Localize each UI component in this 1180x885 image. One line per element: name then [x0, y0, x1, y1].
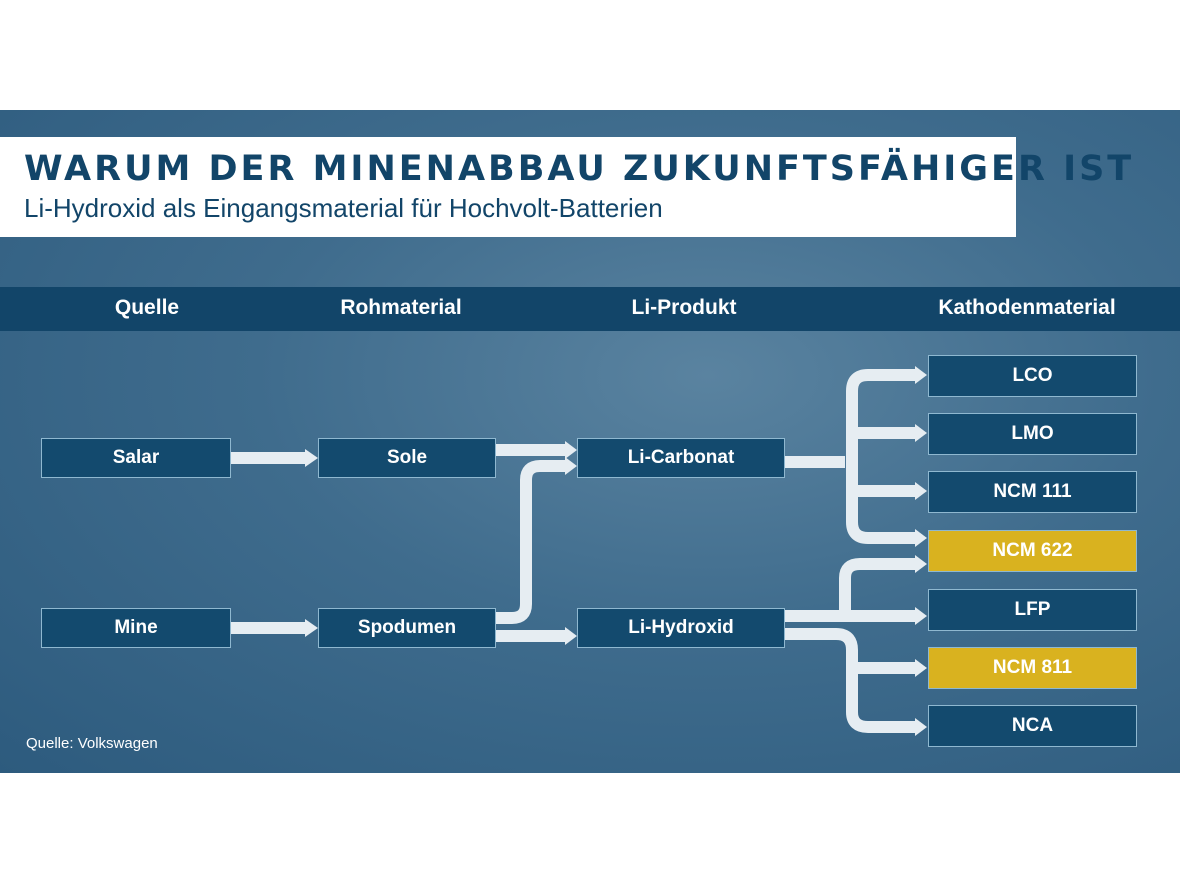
- page-title: WARUM DER MINENABBAU ZUKUNFTSFÄHIGER IST: [24, 149, 1135, 189]
- arrowhead: [915, 718, 927, 736]
- column-header-rohmaterial: Rohmaterial: [340, 296, 462, 319]
- arrowhead: [305, 619, 318, 637]
- node-mine: Mine: [41, 608, 231, 648]
- arrowhead: [915, 424, 927, 442]
- arrow-spodumen-licarbonat: [496, 460, 565, 624]
- node-nca: NCA: [928, 705, 1137, 747]
- node-ncm111: NCM 111: [928, 471, 1137, 513]
- arrowhead: [915, 366, 927, 384]
- page-subtitle: Li-Hydroxid als Eingangsmaterial für Hoc…: [24, 193, 663, 223]
- column-header-kathodenmaterial: Kathodenmaterial: [938, 296, 1116, 319]
- title-box: WARUM DER MINENABBAU ZUKUNFTSFÄHIGER IST…: [0, 137, 1131, 237]
- arrowhead: [565, 441, 577, 459]
- node-lco: LCO: [928, 355, 1137, 397]
- arrowhead: [915, 659, 927, 677]
- column-header-quelle: Quelle: [114, 296, 180, 319]
- arrowhead: [915, 482, 927, 500]
- arrowhead: [915, 607, 927, 625]
- node-salar: Salar: [41, 438, 231, 478]
- node-spodumen: Spodumen: [318, 608, 496, 648]
- arrowhead: [565, 627, 577, 645]
- source-note: Quelle: Volkswagen: [26, 735, 158, 752]
- arrowhead: [915, 529, 927, 547]
- arrowhead: [305, 449, 318, 467]
- arrow-lihydroxid-nca: [785, 628, 915, 733]
- node-sole: Sole: [318, 438, 496, 478]
- arrow-lihydroxid-ncm622: [839, 558, 915, 616]
- node-ncm622: NCM 622: [928, 530, 1137, 572]
- node-ncm811: NCM 811: [928, 647, 1137, 689]
- node-li-carbonat: Li-Carbonat: [577, 438, 785, 478]
- column-header-band: Quelle Rohmaterial Li-Produkt Kathodenma…: [0, 287, 1180, 331]
- arrowhead: [915, 555, 927, 573]
- arrow-licarbonat-branches: [846, 369, 915, 544]
- node-lfp: LFP: [928, 589, 1137, 631]
- arrowhead: [565, 457, 577, 475]
- node-lmo: LMO: [928, 413, 1137, 455]
- column-header-li-produkt: Li-Produkt: [631, 296, 737, 319]
- node-li-hydroxid: Li-Hydroxid: [577, 608, 785, 648]
